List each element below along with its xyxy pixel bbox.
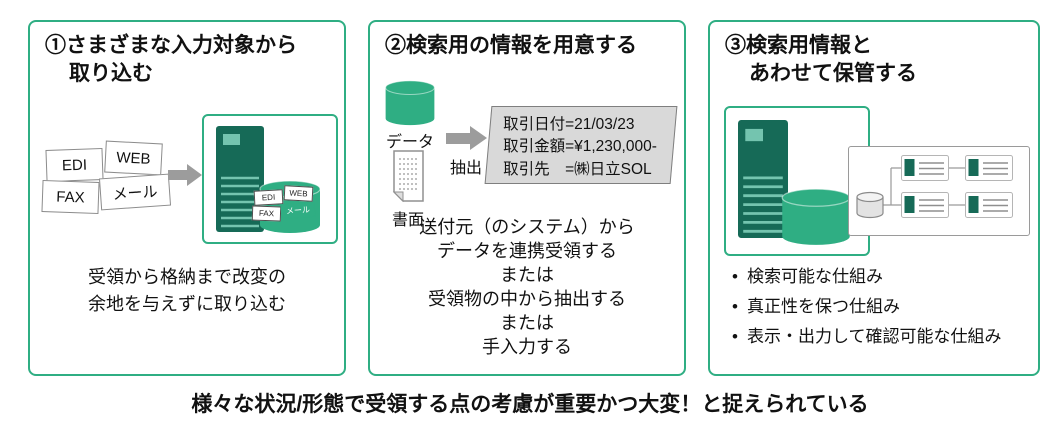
server-box bbox=[724, 106, 870, 256]
bullet-item: 表示・出力して確認可能な仕組み bbox=[732, 322, 1002, 352]
panel2-title-line1: ②検索用の情報を用意する bbox=[385, 34, 637, 57]
storage-docs-icon bbox=[856, 155, 1013, 219]
panel-store: ③検索用情報と あわせて保管する bbox=[708, 20, 1040, 376]
server-tile-edi: EDI bbox=[253, 189, 284, 206]
server-tile-fax: FAX bbox=[251, 205, 282, 222]
caption-line: 受領から格納まで改変の bbox=[88, 267, 286, 287]
note-line: データを連携受領する bbox=[437, 240, 617, 261]
panel-prepare: ②検索用の情報を用意する データ 書面 抽出 bbox=[368, 20, 686, 376]
record-lines: 取引日付=21/03/23 取引金額=¥1,230,000- 取引先 =㈱日立S… bbox=[489, 107, 673, 181]
note-line: または bbox=[500, 312, 554, 333]
panel1-title-line1: ①さまざまな入力対象から bbox=[45, 34, 297, 57]
note-line: 送付元（のシステム）から bbox=[419, 217, 635, 237]
database-icon bbox=[781, 188, 851, 245]
caption-line: 余地を与えずに取り込む bbox=[88, 294, 286, 314]
arrow-shaft bbox=[446, 133, 470, 144]
record-line: 取引日付=21/03/23 bbox=[503, 116, 635, 133]
record-box: 取引日付=21/03/23 取引金額=¥1,230,000- 取引先 =㈱日立S… bbox=[484, 106, 678, 184]
server-box: EDI WEB FAX メール bbox=[202, 114, 338, 244]
document-label: 書面 bbox=[391, 212, 424, 229]
panel-input: ①さまざまな入力対象から 取り込む EDI WEB FAX メール bbox=[28, 20, 346, 376]
server-tile-mail: メール bbox=[280, 201, 316, 220]
panel3-title-line1: ③検索用情報と bbox=[725, 34, 872, 57]
footer-caption: 様々な状況/形態で受領する点の考慮が重要かつ大変！と捉えられている bbox=[191, 393, 869, 416]
connector-lines bbox=[882, 167, 965, 206]
mini-document-icon bbox=[965, 155, 1013, 181]
data-label: データ bbox=[385, 134, 434, 151]
arrow-shaft bbox=[168, 170, 187, 180]
arrow-head bbox=[187, 164, 202, 186]
panel1-title: ①さまざまな入力対象から 取り込む bbox=[45, 32, 297, 89]
record-line: 取引先 =㈱日立SOL bbox=[503, 160, 652, 178]
input-source-mail: メール bbox=[98, 173, 172, 211]
panel3-title: ③検索用情報と あわせて保管する bbox=[725, 32, 917, 89]
mini-document-icon bbox=[901, 192, 949, 218]
storage-docs-box bbox=[848, 146, 1030, 236]
arrow-right-icon bbox=[446, 126, 487, 151]
note-line: または bbox=[500, 264, 554, 285]
note-line: 受領物の中から抽出する bbox=[428, 288, 626, 309]
server-icon bbox=[738, 120, 788, 238]
panel1-title-line2: 取り込む bbox=[69, 62, 153, 86]
mini-document-icon bbox=[965, 192, 1013, 218]
arrow-right-icon bbox=[168, 164, 202, 186]
panel1-caption: 受領から格納まで改変の 余地を与えずに取り込む bbox=[30, 264, 344, 318]
mini-database-icon bbox=[856, 191, 884, 219]
database-icon bbox=[385, 80, 435, 126]
mini-document-icon bbox=[901, 155, 949, 181]
panel3-title-line2: あわせて保管する bbox=[749, 62, 917, 86]
bullet-item: 真正性を保つ仕組み bbox=[732, 292, 1001, 322]
record-line: 取引金額=¥1,230,000- bbox=[503, 138, 657, 156]
panel2-title: ②検索用の情報を用意する bbox=[385, 32, 637, 60]
input-source-fax: FAX bbox=[41, 180, 100, 214]
note-line: 手入力する bbox=[482, 336, 572, 357]
panel2-note: 送付元（のシステム）から データを連携受領する または 受領物の中から抽出する … bbox=[370, 216, 684, 360]
server-tile-web: WEB bbox=[283, 185, 314, 202]
bullet-item: 検索可能な仕組み bbox=[732, 262, 1001, 292]
input-source-edi: EDI bbox=[45, 148, 104, 182]
arrow-head bbox=[470, 126, 487, 150]
extract-label: 抽出 bbox=[449, 160, 482, 177]
input-source-web: WEB bbox=[104, 140, 163, 176]
document-icon bbox=[392, 150, 424, 202]
panel3-bullets: 検索可能な仕組み 真正性を保つ仕組み 表示・出力して確認可能な仕組み bbox=[732, 262, 1002, 352]
